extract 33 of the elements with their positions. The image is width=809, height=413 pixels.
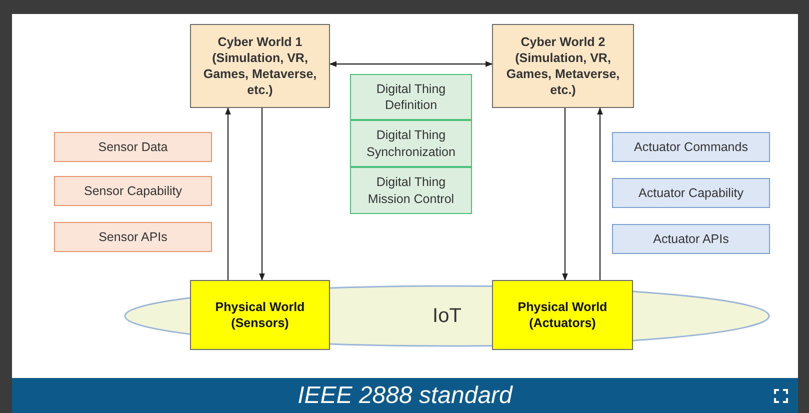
- node-label: IoT: [432, 304, 462, 329]
- actuator-box: [612, 132, 770, 162]
- sensor-box: [54, 176, 212, 206]
- node-label: Digital Thing Definition: [375, 80, 447, 114]
- node-label: Sensor Capability: [83, 182, 183, 200]
- node-label: Sensor APIs: [98, 228, 168, 246]
- arrow: [225, 107, 231, 280]
- sensor-box: [54, 222, 212, 252]
- arrow: [329, 61, 493, 67]
- node-label: Actuator Capability: [638, 184, 744, 202]
- node-label: Cyber World 1 (Simulation, VR, Games, Metaverse, etc.): [202, 34, 318, 98]
- node-label: Digital Thing Synchronization: [366, 127, 456, 160]
- node-label: Actuator APIs: [652, 230, 730, 248]
- sensor-box: [54, 132, 212, 162]
- arrow: [562, 108, 568, 281]
- actuator-box: [612, 178, 770, 208]
- cyber-world-box: [190, 24, 330, 108]
- node-label: Digital Thing Mission Control: [366, 174, 456, 207]
- digital-thing-box: [350, 167, 472, 214]
- node-label: Actuator Commands: [633, 138, 749, 156]
- node-label: Cyber World 2 (Simulation, VR, Games, Metaverse, etc.): [505, 34, 621, 98]
- node-label: Sensor Data: [97, 138, 169, 156]
- node-label: Physical World (Sensors): [214, 298, 306, 332]
- digital-thing-box: [350, 74, 472, 120]
- actuator-box: [612, 224, 770, 254]
- cyber-world-box: [492, 24, 634, 108]
- physical-world-box: [190, 280, 330, 350]
- arrow: [259, 108, 265, 281]
- node-label: Physical World (Actuators): [516, 298, 608, 332]
- digital-thing-box: [350, 120, 472, 167]
- physical-world-box: [492, 280, 633, 350]
- caption: IEEE 2888 standard: [298, 382, 512, 410]
- arrow: [597, 107, 603, 280]
